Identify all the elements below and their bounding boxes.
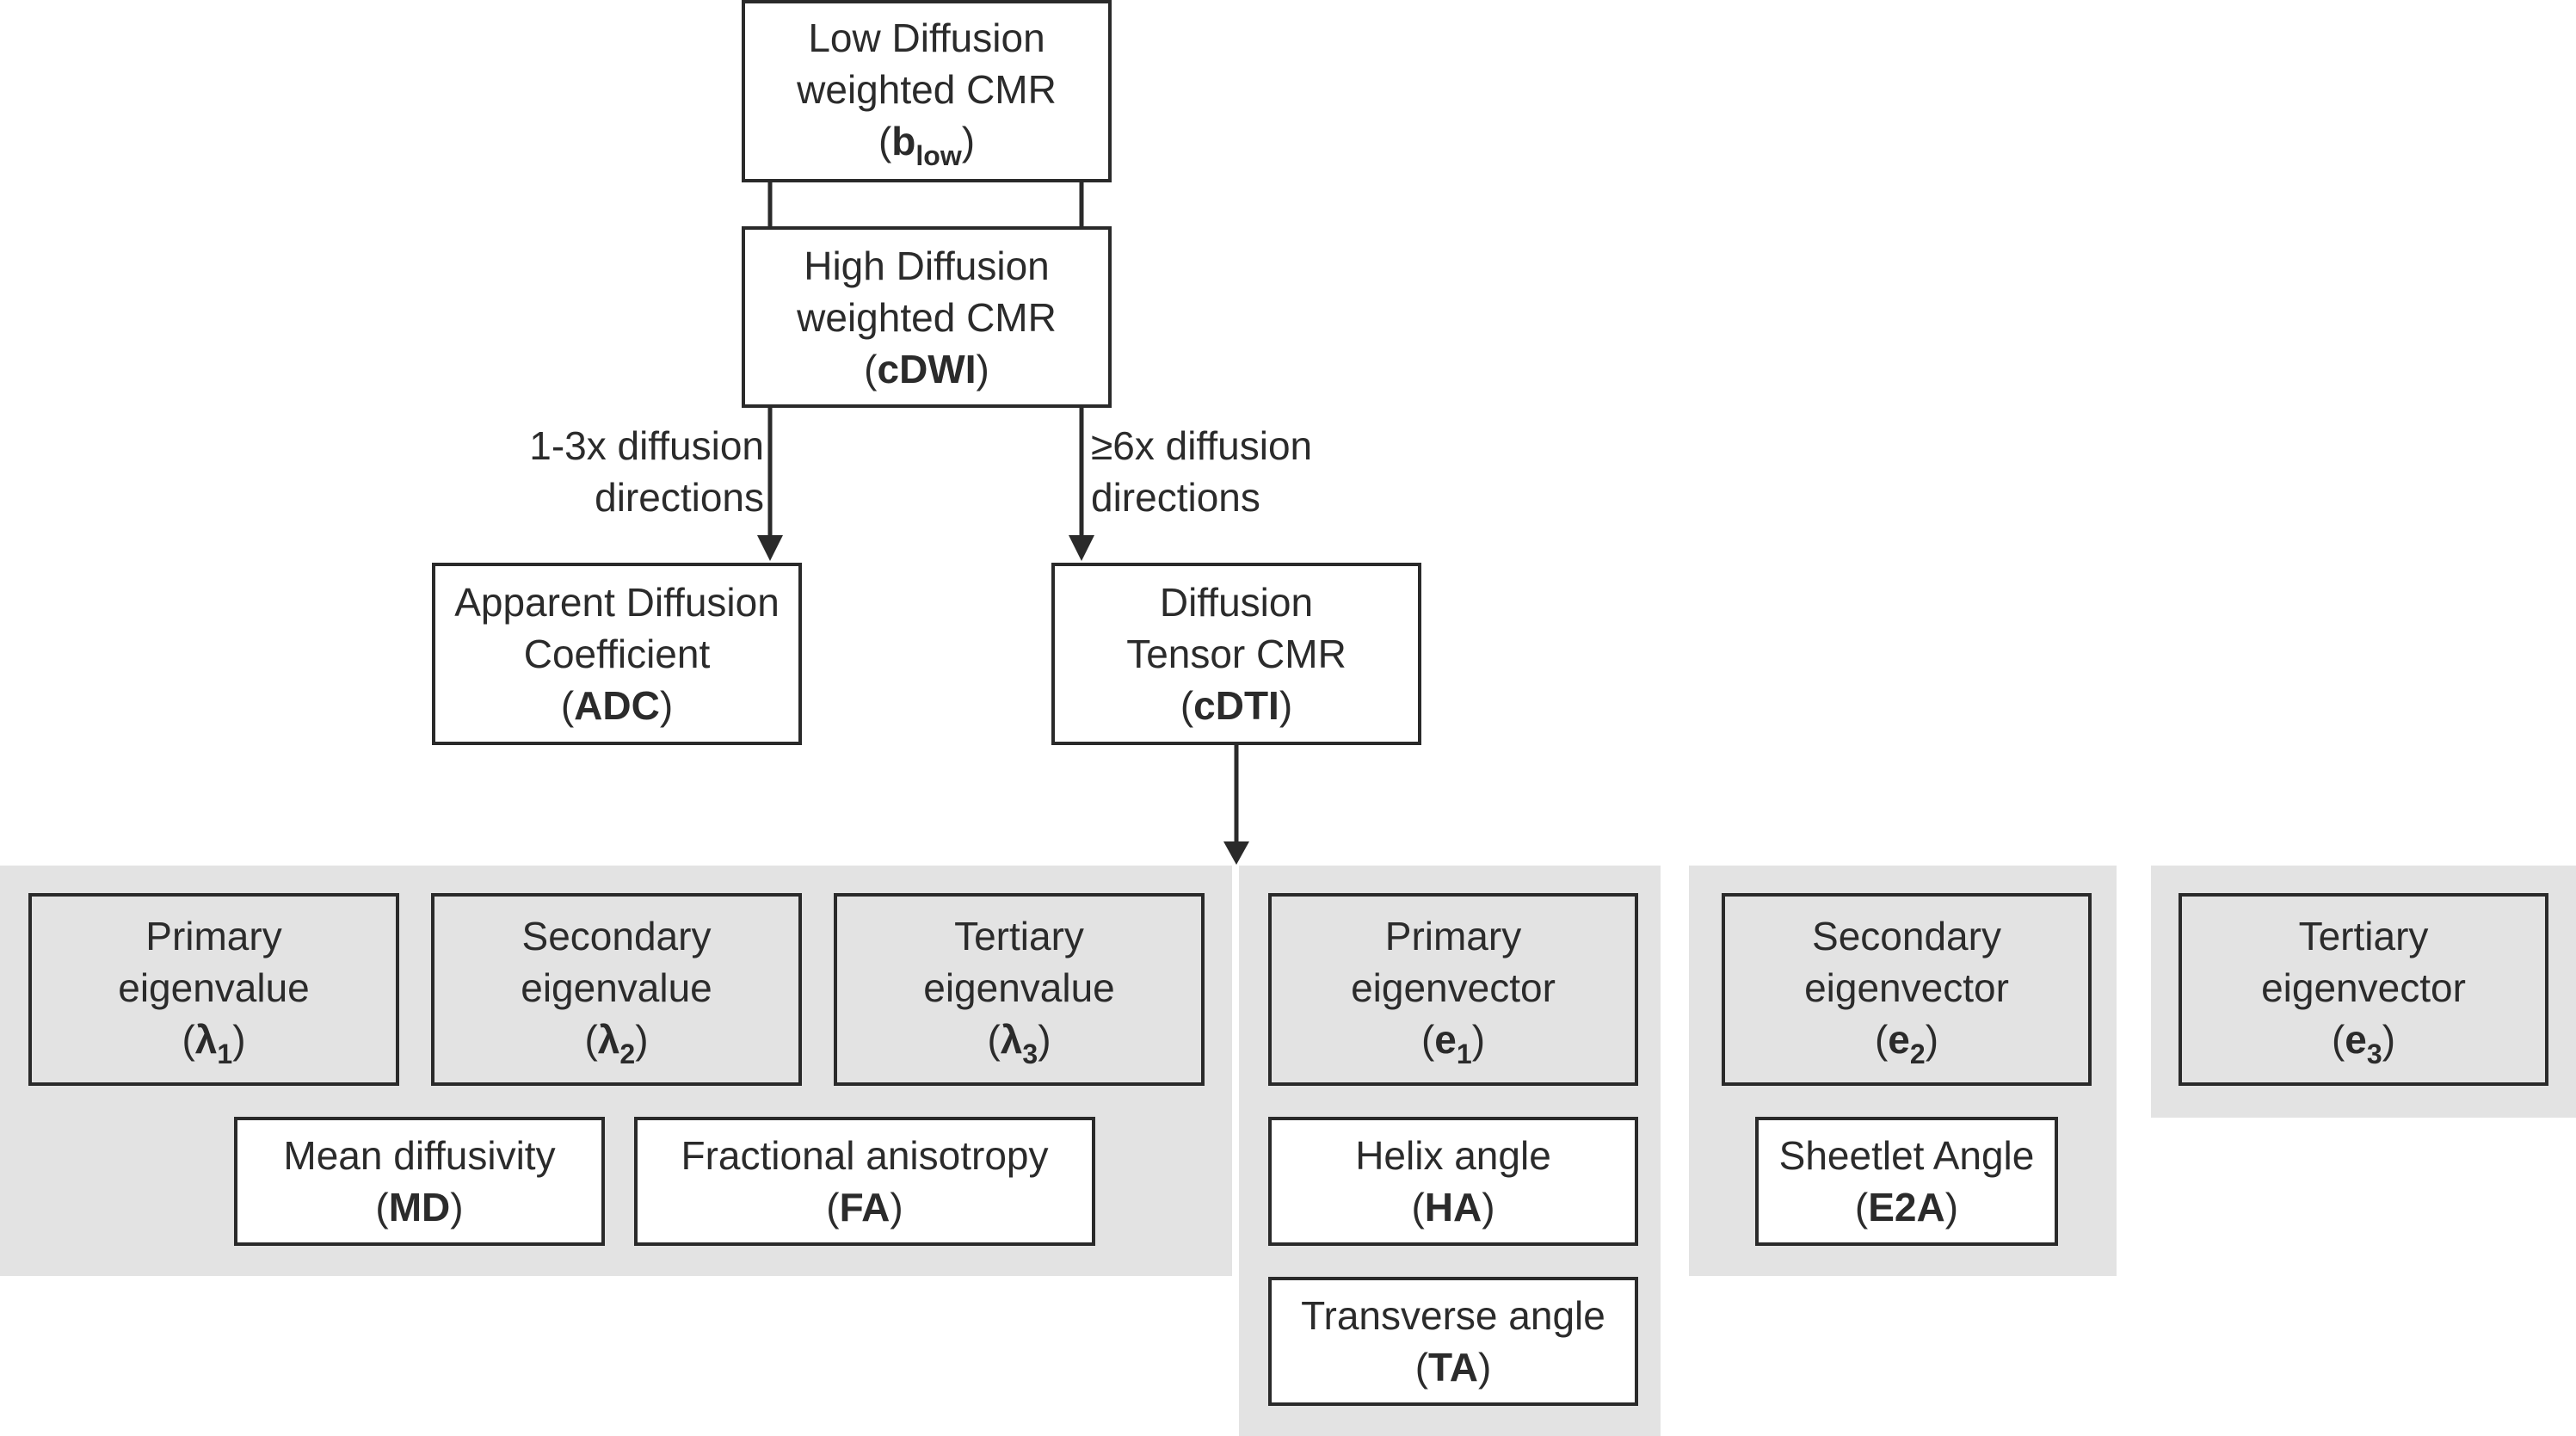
node-cdti-line2: Tensor CMR: [1126, 632, 1347, 676]
node-lambda2-abbr-sub: 2: [619, 1038, 636, 1069]
node-ta-abbr-main: TA: [1428, 1345, 1478, 1390]
node-lambda1-abbr-sub: 1: [217, 1038, 233, 1069]
node-secondary-eigenvalue: Secondary eigenvalue (λ2): [431, 893, 802, 1086]
node-e2-line2: eigenvector: [1804, 965, 2009, 1010]
node-high-diffusion-weighted-cmr: High Diffusion weighted CMR (cDWI): [742, 226, 1112, 408]
node-lambda3-abbr-sub: 3: [1022, 1038, 1038, 1069]
node-md-abbr: (MD): [375, 1185, 464, 1230]
node-e1-abbr: (e1): [1420, 1016, 1486, 1069]
node-ha-abbr: (HA): [1411, 1185, 1495, 1230]
node-ta-abbr: (TA): [1414, 1345, 1492, 1390]
node-lambda1-line2: eigenvalue: [118, 965, 310, 1010]
node-lambda1-line1: Primary: [145, 913, 282, 958]
arrowhead-adc: [757, 535, 783, 561]
node-lambda3-line2: eigenvalue: [923, 965, 1115, 1010]
node-diffusion-tensor-cmr: Diffusion Tensor CMR (cDTI): [1051, 563, 1421, 745]
edge-label-to-adc: 1-3x diffusion directions: [529, 420, 764, 523]
node-e2-abbr-sub: 2: [1909, 1038, 1926, 1069]
node-adc-line1: Apparent Diffusion: [454, 580, 780, 625]
node-cdwi-abbr-main: cDWI: [877, 346, 977, 391]
node-mean-diffusivity: Mean diffusivity (MD): [234, 1117, 605, 1246]
node-adc-abbr: (ADC): [560, 683, 674, 728]
node-e1-line2: eigenvector: [1351, 965, 1556, 1010]
node-lambda2-line1: Secondary: [521, 913, 712, 958]
node-md-abbr-main: MD: [388, 1185, 451, 1230]
node-e2a-line1: Sheetlet Angle: [1778, 1133, 2035, 1178]
edge-label-to-cdti-line2: directions: [1091, 475, 1260, 520]
arrowhead-outputs: [1223, 841, 1249, 865]
node-lambda1-abbr-main: λ: [194, 1016, 218, 1062]
node-secondary-eigenvector: Secondary eigenvector (e2): [1722, 893, 2092, 1086]
node-fa-abbr: (FA): [826, 1185, 903, 1230]
node-lambda2-abbr-main: λ: [597, 1016, 620, 1062]
node-cdti-abbr-main: cDTI: [1193, 683, 1279, 728]
node-e3-abbr-main: e: [2345, 1016, 2367, 1062]
node-cdwi-abbr: (cDWI): [864, 346, 989, 391]
node-fa-abbr-main: FA: [839, 1185, 891, 1230]
node-lambda1-abbr: (λ1): [182, 1016, 246, 1069]
node-cdwi-line2: weighted CMR: [797, 294, 1057, 340]
node-blow-line2: weighted CMR: [797, 66, 1057, 112]
node-e3-abbr-sub: 3: [2366, 1038, 2382, 1069]
node-lambda2-abbr: (λ2): [584, 1016, 649, 1069]
node-tertiary-eigenvalue: Tertiary eigenvalue (λ3): [834, 893, 1205, 1086]
node-apparent-diffusion-coefficient: Apparent Diffusion Coefficient (ADC): [432, 563, 802, 745]
edge-label-to-cdti-line1: ≥6x diffusion: [1091, 423, 1313, 468]
node-low-diffusion-weighted-cmr: Low Diffusion weighted CMR (blow): [742, 0, 1112, 182]
node-lambda3-abbr-main: λ: [1000, 1016, 1023, 1062]
node-sheetlet-angle: Sheetlet Angle (E2A): [1755, 1117, 2058, 1246]
node-md-line1: Mean diffusivity: [283, 1133, 556, 1178]
node-e3-line2: eigenvector: [2261, 965, 2466, 1010]
node-cdwi-line1: High Diffusion: [804, 243, 1050, 288]
node-fractional-anisotropy: Fractional anisotropy (FA): [634, 1117, 1095, 1246]
node-lambda3-abbr: (λ3): [987, 1016, 1051, 1069]
node-blow-abbr-main: b: [891, 118, 916, 163]
edge-label-to-adc-line1: 1-3x diffusion: [529, 423, 764, 468]
node-adc-line2: Coefficient: [523, 632, 711, 676]
node-primary-eigenvalue: Primary eigenvalue (λ1): [28, 893, 399, 1086]
node-blow-abbr-sub: low: [915, 139, 962, 171]
edge-label-to-adc-line2: directions: [595, 475, 764, 520]
node-ha-abbr-main: HA: [1424, 1185, 1482, 1230]
node-transverse-angle: Transverse angle (TA): [1268, 1277, 1638, 1406]
node-lambda2-line2: eigenvalue: [521, 965, 712, 1010]
node-ha-line1: Helix angle: [1355, 1133, 1551, 1178]
node-e1-abbr-sub: 1: [1456, 1038, 1472, 1069]
node-adc-abbr-main: ADC: [574, 683, 660, 728]
node-e2-abbr: (e2): [1874, 1016, 1939, 1069]
node-lambda3-line1: Tertiary: [954, 913, 1084, 958]
node-primary-eigenvector: Primary eigenvector (e1): [1268, 893, 1638, 1086]
arrowhead-cdti: [1069, 535, 1094, 561]
node-helix-angle: Helix angle (HA): [1268, 1117, 1638, 1246]
node-e3-abbr: (e3): [2331, 1016, 2396, 1069]
node-e2a-abbr: (E2A): [1854, 1185, 1959, 1230]
node-tertiary-eigenvector: Tertiary eigenvector (e3): [2179, 893, 2548, 1086]
node-blow-abbr: (blow): [878, 118, 976, 171]
node-blow-line1: Low Diffusion: [808, 15, 1045, 60]
node-fa-line1: Fractional anisotropy: [681, 1133, 1049, 1178]
node-e2-abbr-main: e: [1888, 1016, 1910, 1062]
edge-label-to-cdti: ≥6x diffusion directions: [1091, 420, 1312, 523]
node-e3-line1: Tertiary: [2298, 913, 2429, 958]
node-e2-line1: Secondary: [1812, 913, 2001, 958]
node-e1-line1: Primary: [1384, 913, 1522, 958]
node-e2a-abbr-main: E2A: [1868, 1185, 1945, 1230]
node-e1-abbr-main: e: [1434, 1016, 1457, 1062]
node-cdti-abbr: (cDTI): [1180, 683, 1293, 728]
node-ta-line1: Transverse angle: [1301, 1293, 1605, 1338]
node-cdti-line1: Diffusion: [1159, 580, 1314, 625]
